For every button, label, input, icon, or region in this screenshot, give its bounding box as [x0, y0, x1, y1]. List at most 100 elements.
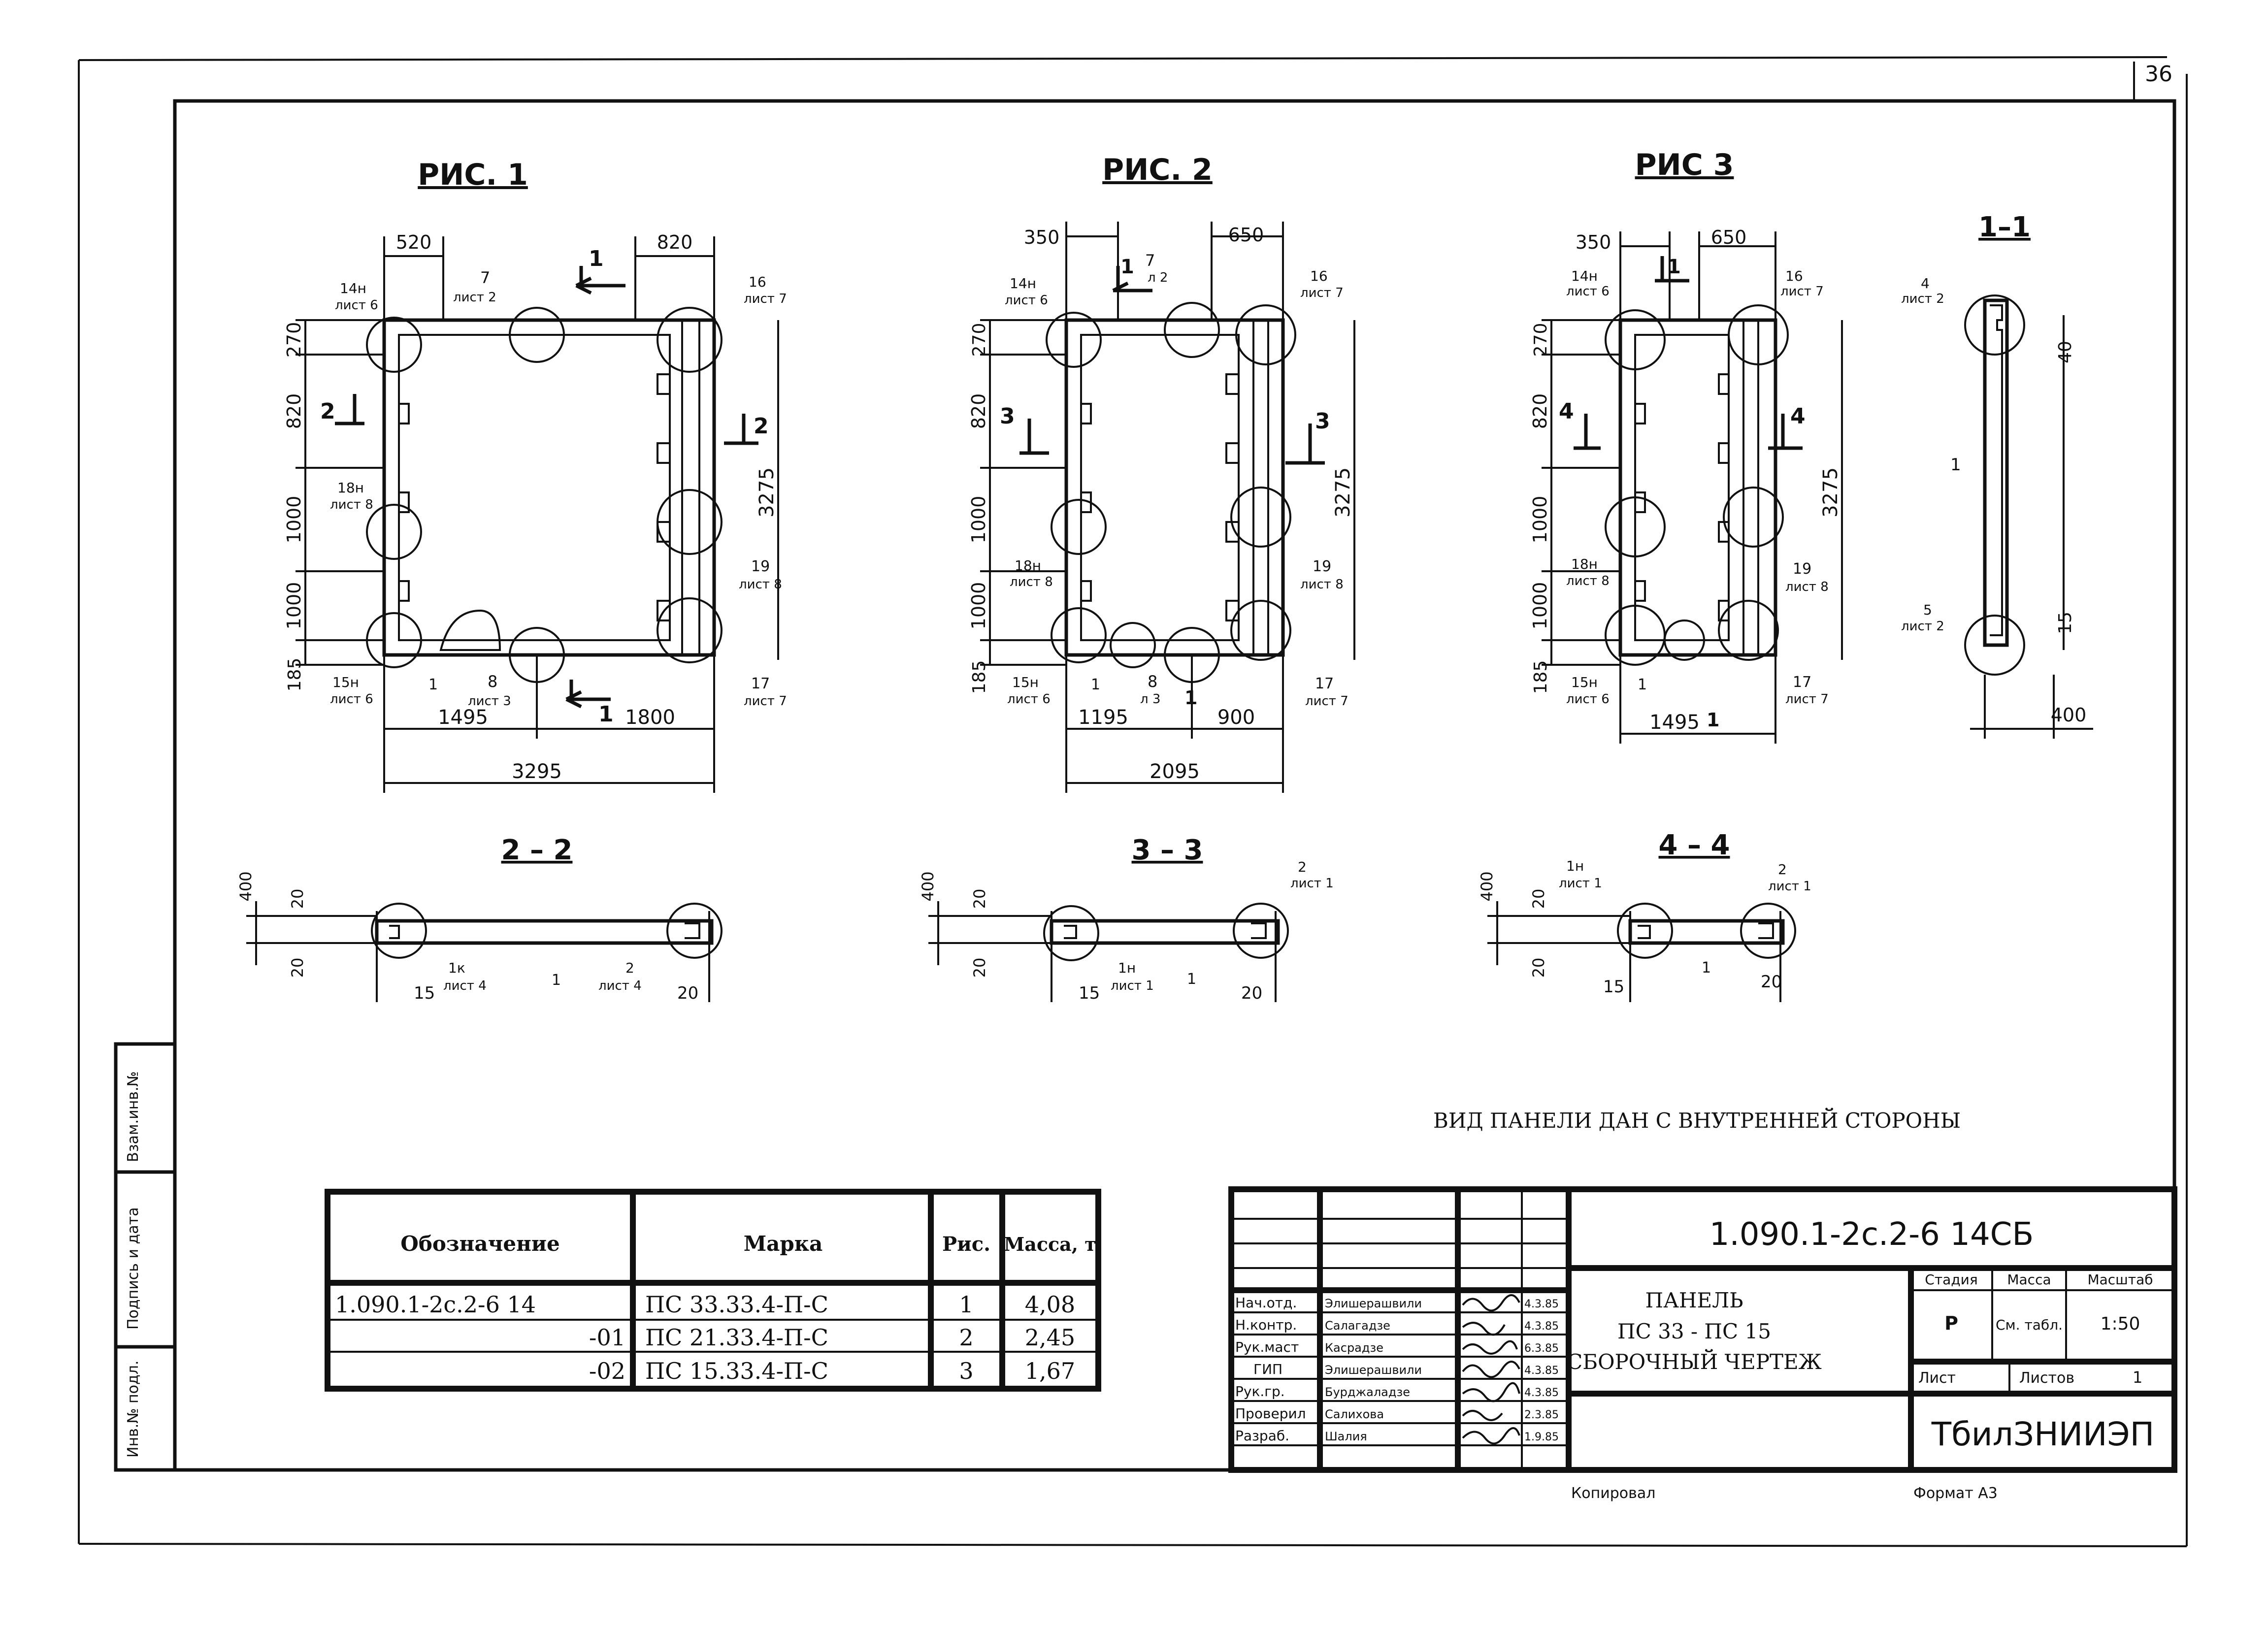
- fig3-callout-14: 14н: [1571, 268, 1598, 284]
- role-7: Разраб.: [1235, 1428, 1289, 1444]
- fig3-callout-1: 1: [1638, 676, 1647, 693]
- s22-dim-20a: 20: [288, 889, 307, 909]
- fig3-dim-1000b: 1000: [1529, 582, 1551, 630]
- spec-r1-fig: 1: [959, 1291, 973, 1318]
- sheets-label: Листов: [2019, 1369, 2074, 1387]
- fig3-cut-4: 4: [1559, 399, 1574, 424]
- role-6: Проверил: [1235, 1405, 1306, 1422]
- fig2-callout-1: 1: [1091, 676, 1100, 693]
- role-1: Нач.отд.: [1235, 1295, 1297, 1311]
- role-4-date: 4.3.85: [1524, 1365, 1559, 1377]
- section-1-1: 1–1 4 лист 2 1 5 лист 2 40 15 400: [1901, 211, 2093, 739]
- fig2-callout-8s: л 3: [1140, 692, 1160, 707]
- spec-r2-mark: ПС 21.33.4-П-С: [645, 1324, 828, 1351]
- fig2-callout-8: 8: [1148, 672, 1157, 691]
- fig1-cut-2: 2: [320, 399, 335, 424]
- s44-callout-2: 2: [1778, 861, 1787, 878]
- title-name-1: ПАНЕЛЬ: [1645, 1288, 1743, 1312]
- title-code: 1.090.1-2с.2-6 14СБ: [1709, 1216, 2034, 1253]
- fig3-dim-1495: 1495: [1649, 711, 1700, 734]
- fig2-cut-1b: 1: [1184, 687, 1197, 709]
- s33-callout-2: 2: [1298, 859, 1307, 875]
- role-4-name: Элишерашвили: [1325, 1363, 1422, 1377]
- role-6-name: Салихова: [1325, 1407, 1384, 1421]
- role-2: Н.контр.: [1235, 1317, 1297, 1333]
- fig1-dim-1495: 1495: [438, 706, 488, 729]
- fig1-callout-7s: лист 2: [453, 290, 496, 305]
- s33-dim-20c: 20: [1241, 983, 1262, 1003]
- fig3-dim-270: 270: [1531, 323, 1551, 357]
- s44-dim-400: 400: [1478, 871, 1496, 901]
- fig2-dim-820: 820: [968, 393, 989, 429]
- spec-r2-designation: -01: [589, 1324, 625, 1351]
- page-number: 36: [2145, 62, 2172, 87]
- figure-2: РИС. 2 350 650 270 820 1000 1000 185 327…: [968, 153, 1355, 793]
- s33-dim-15: 15: [1079, 983, 1100, 1003]
- fig2-callout-14s: лист 6: [1005, 293, 1048, 308]
- role-3: Рук.маст: [1235, 1339, 1299, 1355]
- spec-r1-mark: ПС 33.33.4-П-С: [645, 1291, 828, 1318]
- fig1-dim-3275: 3275: [756, 467, 778, 518]
- s22-title: 2 – 2: [501, 834, 573, 866]
- fig1-callout-16s: лист 7: [744, 292, 787, 306]
- fig1-callout-19s: лист 8: [739, 577, 782, 592]
- fig2-callout-18s: лист 8: [1010, 575, 1053, 589]
- side-stamp-replace: Взам.инв.№: [125, 1071, 142, 1162]
- spec-r2-mass: 2,45: [1025, 1324, 1075, 1351]
- spec-header-mark: Марка: [744, 1232, 823, 1256]
- s44-callout-1n: 1н: [1566, 858, 1584, 874]
- fig3-callout-18s: лист 8: [1566, 574, 1610, 588]
- fig2-cut-3r: 3: [1315, 409, 1330, 434]
- fig3-callout-15s: лист 6: [1566, 692, 1610, 707]
- fig2-cut-3: 3: [1000, 404, 1015, 429]
- figure-3: РИС 3 350 650 270 820 1000 1000 185 3275…: [1529, 148, 1843, 744]
- spec-r3-designation: -02: [589, 1358, 625, 1384]
- title-name-2: ПС 33 - ПС 15: [1617, 1319, 1771, 1343]
- fig3-dim-350: 350: [1576, 231, 1611, 253]
- fig1-callout-8s: лист 3: [468, 694, 511, 709]
- fig2-callout-19: 19: [1313, 558, 1331, 575]
- role-7-name: Шалия: [1325, 1430, 1367, 1443]
- sheets-value: 1: [2133, 1368, 2142, 1387]
- role-6-date: 2.3.85: [1524, 1409, 1559, 1421]
- fig1-dim-1000a: 1000: [283, 496, 305, 544]
- fig1-dim-3295: 3295: [512, 760, 562, 783]
- fig2-callout-15: 15н: [1012, 674, 1039, 690]
- fig2-dim-2095: 2095: [1150, 760, 1200, 783]
- s22-callout-1k: 1к: [448, 960, 465, 976]
- fig1-callout-19: 19: [751, 558, 770, 575]
- fig3-dim-650: 650: [1711, 227, 1747, 248]
- fig1-title: РИС. 1: [418, 158, 528, 192]
- s11-callout-4: 4: [1921, 275, 1930, 292]
- fig1-callout-14: 14н: [340, 280, 366, 296]
- spec-r3-fig: 3: [959, 1358, 973, 1384]
- role-1-name: Элишерашвили: [1325, 1297, 1422, 1310]
- s22-dim-400: 400: [236, 871, 255, 901]
- fig3-dim-1000a: 1000: [1529, 496, 1551, 544]
- fig1-cut-2r: 2: [754, 414, 769, 439]
- fig1-dim-1000b: 1000: [283, 582, 305, 630]
- fig2-callout-17s: лист 7: [1305, 694, 1348, 709]
- fig2-callout-15s: лист 6: [1007, 692, 1051, 707]
- fig1-dim-185: 185: [285, 658, 305, 692]
- s33-dim-20b: 20: [970, 958, 989, 978]
- s22-callout-2s: лист 4: [598, 978, 642, 993]
- spec-r3-mark: ПС 15.33.4-П-С: [645, 1358, 828, 1384]
- fig3-cut-1b: 1: [1707, 709, 1719, 731]
- s22-callout-1ks: лист 4: [443, 978, 487, 993]
- fig1-callout-17s: лист 7: [744, 694, 787, 709]
- s22-callout-2: 2: [625, 960, 634, 976]
- view-note: ВИД ПАНЕЛИ ДАН С ВНУТРЕННЕЙ СТОРОНЫ: [1433, 1107, 1961, 1133]
- fig2-cut-1: 1: [1120, 256, 1134, 278]
- s11-callout-5: 5: [1923, 602, 1932, 618]
- fig1-cut-1: 1: [589, 246, 604, 271]
- title-block: 1.090.1-2с.2-6 14СБ ПАНЕЛЬ ПС 33 - ПС 15…: [1228, 1186, 2177, 1473]
- fig1-callout-1: 1: [428, 676, 438, 693]
- footer-format: Формат А3: [1913, 1485, 1998, 1502]
- fig3-callout-15: 15н: [1571, 674, 1598, 690]
- footer-copied: Копировал: [1571, 1485, 1655, 1502]
- s11-callout-1: 1: [1950, 455, 1961, 475]
- spec-r2-fig: 2: [959, 1324, 973, 1351]
- fig1-dim-270: 270: [283, 322, 305, 358]
- fig1-callout-14s: лист 6: [335, 298, 378, 313]
